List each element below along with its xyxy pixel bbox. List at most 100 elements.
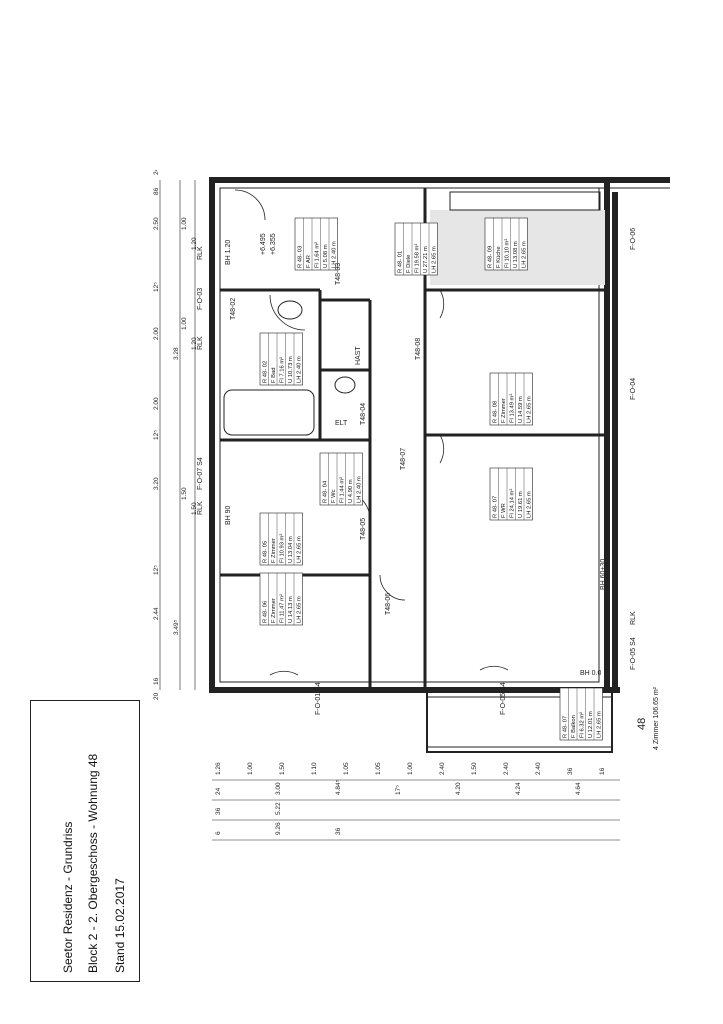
rlk-label: RLK	[630, 611, 637, 625]
window-tag: F-O-06	[630, 228, 637, 250]
title-line-2: Block 2 - 2. Obergeschoss - Wohnung 48	[86, 753, 100, 973]
dimension-label: 1.00	[407, 762, 414, 775]
room-height: LH 2.65 m	[527, 396, 533, 423]
room-id: R 48- 02	[263, 361, 269, 383]
apartment-number: 48	[636, 718, 648, 730]
dimension-label: 4.24	[515, 782, 522, 795]
dimension-label: 24	[153, 170, 160, 175]
dimension-label: 1.50	[191, 502, 198, 515]
door-tag: T48-08	[415, 338, 422, 360]
room-name: F Zimmer	[271, 538, 277, 563]
room-area: Fl 10.93 m²	[280, 534, 286, 563]
room-area: Fl 11.47 m²	[280, 594, 286, 623]
dimension-label: 2.50	[153, 217, 160, 230]
dimension-label: 1.26	[215, 762, 222, 775]
window-tag: F-O-04	[630, 378, 637, 400]
room-name: F Diele	[406, 255, 412, 273]
dimension-label: 9.26	[275, 822, 282, 835]
room-area: Fl 19.58 m²	[415, 244, 421, 273]
room-height: LH 2.65 m	[522, 241, 528, 268]
dimension-label: 2.40	[503, 762, 510, 775]
room-height: LH 2.40 m	[332, 241, 338, 268]
dimension-label: 1.05	[375, 762, 382, 775]
bathtub	[223, 389, 315, 436]
bh-label: BH 0.0	[580, 670, 602, 677]
room-area: Fl 24.14 m²	[510, 489, 516, 518]
title-line-1: Seetor Residenz - Grundriss	[61, 821, 75, 973]
bottom-dimension-lines	[212, 779, 620, 841]
room-perimeter: U 13.08 m	[513, 241, 519, 268]
room-perimeter: U 14.13 m	[288, 596, 294, 623]
level-label: +6.355	[270, 233, 277, 255]
room-name: F Küche	[496, 246, 502, 268]
room-name: F Zimmer	[501, 398, 507, 423]
title-block: Seetor Residenz - Grundriss Block 2 - 2.…	[30, 700, 140, 982]
dimension-label: 36	[567, 767, 574, 775]
dimension-label: 3.49⁵	[173, 619, 180, 635]
room-perimeter: U 27.21 m	[423, 246, 429, 273]
dimension-label: 24	[215, 787, 222, 795]
bh-label: BH 1.20	[225, 240, 232, 265]
room-perimeter: U 5.08 m	[323, 244, 329, 268]
room-height: LH 2.65 m	[597, 711, 603, 738]
room-perimeter: U 19.61 m	[518, 491, 524, 518]
room-perimeter: U 14.59 m	[518, 396, 524, 423]
dimension-label: 2.40	[535, 762, 542, 775]
room-id: R 48- 09	[488, 246, 494, 268]
room-name: F AR	[306, 255, 312, 268]
room-height: LH 2.65 m	[297, 596, 303, 623]
room-height: LH 2.40 m	[357, 476, 363, 503]
door-tag: T48-03	[335, 263, 342, 285]
room-id: R 48- 01	[398, 251, 404, 273]
room-id: R 48- 04	[323, 480, 329, 503]
dimension-label: 2.40	[439, 762, 446, 775]
dimension-label: 12⁵	[153, 565, 160, 575]
window-tag: F-O-03	[197, 288, 204, 310]
window-tag: F-O-01 S4	[315, 682, 322, 715]
room-area: Fl 1.44 m²	[340, 477, 346, 503]
room-id: R 48- 05	[263, 541, 269, 563]
dimension-label: 4.64	[575, 782, 582, 795]
door-tag: T48-06	[385, 593, 392, 615]
room-area: Fl 7.16 m²	[280, 357, 286, 383]
window-tag: F-O-05 S4	[500, 682, 507, 715]
dimension-label: 36	[215, 807, 222, 815]
dimension-label: 2.44	[153, 607, 160, 620]
toilet	[334, 376, 356, 394]
room-perimeter: U 12.01 m	[588, 711, 594, 738]
dimension-label: 5.22	[275, 802, 282, 815]
window-tag: F-O-05 S4	[630, 637, 637, 670]
dimension-label: 1.00	[181, 217, 188, 230]
dimension-label: 1.00	[247, 762, 254, 775]
dimension-label: 86	[153, 187, 160, 195]
dimension-label: 3.28	[173, 347, 180, 360]
door-tag: T48-07	[400, 448, 407, 470]
door-tag: T48-02	[230, 298, 237, 320]
dimension-label: 1.50	[471, 762, 478, 775]
room-id: R 48- 03	[298, 246, 304, 268]
dimension-label: 1.05	[343, 762, 350, 775]
window-tag: F-O-07 S4	[197, 457, 204, 490]
dimensions-left: 2.5012⁵2.003.282.0012⁵3.2012⁵2.443.49⁵16…	[153, 170, 198, 700]
room-height: LH 2.40 m	[297, 356, 303, 383]
dimension-label: 3.20	[153, 477, 160, 490]
dimension-label: 12⁵	[153, 282, 160, 292]
left-dimension-lines	[159, 180, 196, 690]
dimension-label: 1.20	[191, 237, 198, 250]
level-label: +6.495	[260, 233, 267, 255]
door-tag: T48-04	[360, 403, 367, 425]
room-perimeter: U 13.04 m	[288, 536, 294, 563]
door-tag: T48-05	[360, 518, 367, 540]
dimension-label: 4.20	[455, 782, 462, 795]
room-name: F Zimmer	[271, 598, 277, 623]
rlk-label: RLK	[197, 246, 204, 260]
